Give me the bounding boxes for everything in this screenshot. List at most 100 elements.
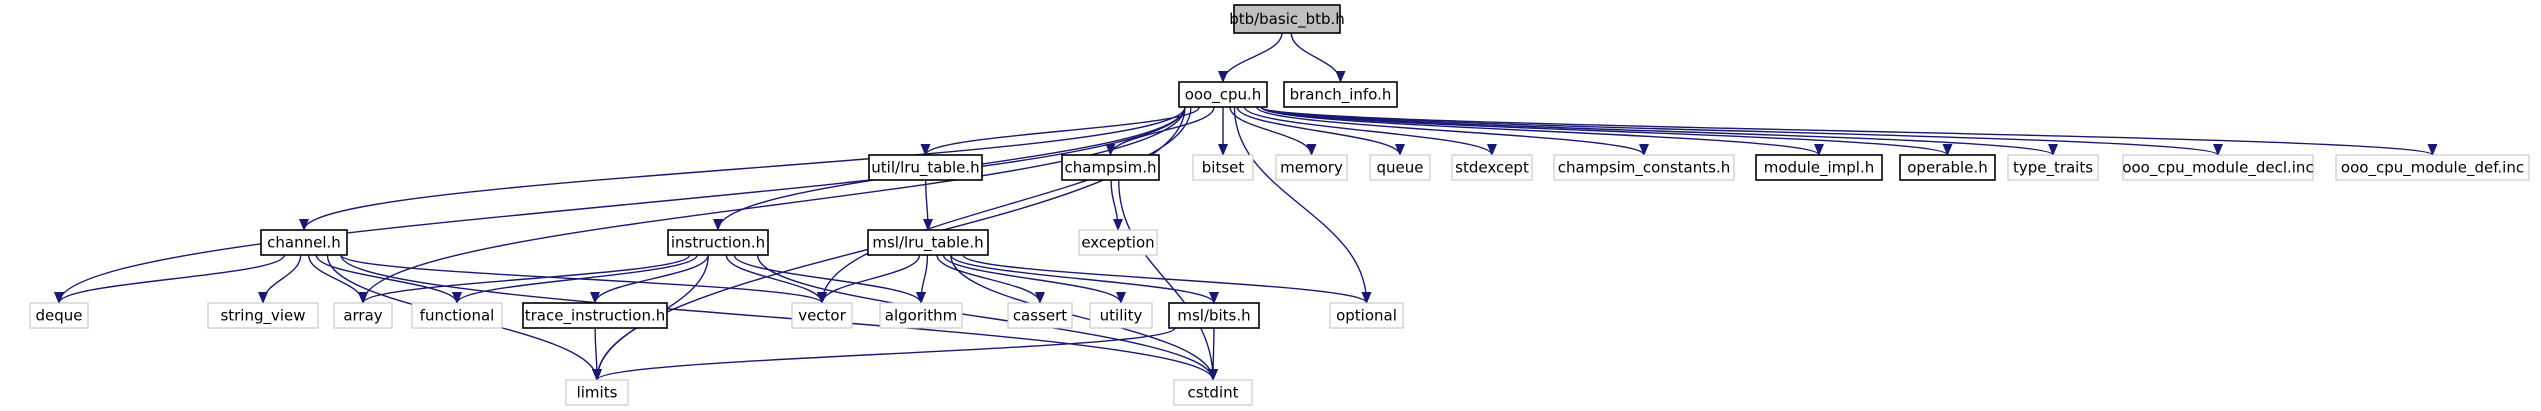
node-msl-lru-table[interactable]: msl/lru_table.h [867,229,989,256]
node-util-lru-table[interactable]: util/lru_table.h [868,154,983,181]
node-box [1089,302,1153,329]
node-label: algorithm [885,307,957,325]
node-box [867,229,989,256]
nodes-layer: btb/basic_btb.h ooo_cpu.h branch_info.huti… [29,4,2530,406]
edge-channel-to-array [308,254,368,304]
node-box [1178,81,1268,108]
node-box [1899,154,1996,181]
node-instruction[interactable]: instruction.h [667,229,769,256]
edge-ooo-cpu-to-vector [817,106,1192,304]
node-functional: functional [411,302,503,329]
node-msl-bits[interactable]: msl/bits.h [1168,302,1260,329]
node-algorithm: algorithm [879,302,963,329]
node-operable[interactable]: operable.h [1899,154,1996,181]
node-box [565,379,629,406]
node-label: module_impl.h [1764,159,1874,178]
edge-instruction-to-trace-instruction [590,254,709,304]
node-box [207,302,319,329]
node-box [1553,154,1735,181]
edge-ooo-cpu-to-memory [1229,106,1317,156]
node-label: utility [1100,307,1143,325]
node-trace-instruction[interactable]: trace_instruction.h [522,302,668,329]
node-label: ooo_cpu_module_decl.inc [2122,159,2313,178]
node-channel[interactable]: channel.h [260,229,348,256]
node-label: memory [1280,159,1343,177]
node-box [522,302,668,329]
edge-ooo-cpu-to-module-def [1260,106,2437,156]
node-box [1329,302,1404,329]
edge-basic-btb-to-ooo-cpu [1218,32,1283,83]
node-box [791,302,853,329]
edge-ooo-cpu-to-type-traits [1260,106,2058,156]
node-box [411,302,503,329]
edge-msl-bits-to-limits [592,327,1176,381]
node-label: msl/bits.h [1177,307,1250,325]
node-box [260,229,348,256]
node-module-decl: ooo_cpu_module_decl.inc [2122,154,2314,181]
node-limits: limits [565,379,629,406]
node-label: champsim_constants.h [1558,159,1730,178]
node-box [1369,154,1431,181]
edge-champsim-to-exception [1110,179,1123,231]
node-box [333,302,393,329]
node-stdexcept: stdexcept [1451,154,1533,181]
node-label: ooo_cpu.h [1185,86,1262,105]
node-box [1078,229,1158,256]
node-exception: exception [1078,229,1158,256]
node-type-traits: type_traits [2007,154,2099,181]
node-cassert: cassert [1007,302,1073,329]
node-champsim[interactable]: champsim.h [1061,154,1160,181]
node-basic-btb[interactable]: btb/basic_btb.h [1229,4,1345,34]
node-label: bitset [1202,159,1245,177]
edge-ooo-cpu-to-queue [1236,106,1405,156]
node-branch-info[interactable]: branch_info.h [1283,81,1398,108]
node-box [1283,81,1398,108]
node-ooo-cpu[interactable]: ooo_cpu.h [1178,81,1268,108]
node-champsim-constants: champsim_constants.h [1553,154,1735,181]
edge-ooo-cpu-to-stdexcept [1243,106,1497,156]
node-module-impl[interactable]: module_impl.h [1755,154,1883,181]
node-utility: utility [1089,302,1153,329]
node-box [1192,154,1254,181]
node-label: operable.h [1907,159,1987,177]
edge-msl-lru-table-to-cassert [936,254,1045,304]
node-vector: vector [791,302,853,329]
node-label: util/lru_table.h [871,159,979,178]
edge-channel-to-cstdint [340,254,1218,381]
edge-msl-lru-table-to-msl-bits [950,254,1219,304]
node-label: functional [420,307,495,325]
node-cstdint: cstdint [1173,379,1253,406]
edge-instruction-to-functional [452,254,698,304]
node-memory: memory [1275,154,1348,181]
node-label: btb/basic_btb.h [1229,10,1345,29]
node-box [667,229,769,256]
edge-ooo-cpu-to-champsim-constants [1255,106,1649,156]
node-string-view: string_view [207,302,319,329]
node-label: channel.h [267,234,341,252]
node-box [2335,154,2530,181]
edge-channel-to-deque [54,254,286,304]
edge-instruction-to-cstdint [756,254,1218,381]
node-box [1755,154,1883,181]
node-label: string_view [220,307,305,326]
node-label: type_traits [2013,159,2093,178]
node-label: ooo_cpu_module_def.inc [2341,159,2524,178]
node-label: stdexcept [1455,159,1529,177]
edge-channel-to-functional [315,254,462,304]
node-box [1007,302,1073,329]
edge-instruction-to-algorithm [733,254,926,304]
node-label: trace_instruction.h [525,307,666,326]
edge-msl-lru-table-to-algorithm [916,254,929,304]
edge-ooo-cpu-to-operable [1260,106,1953,156]
edge-msl-bits-to-cstdint [1208,327,1219,381]
node-queue: queue [1369,154,1431,181]
node-module-def: ooo_cpu_module_def.inc [2335,154,2530,181]
node-label: cstdint [1187,384,1238,402]
node-label: vector [798,307,846,325]
node-box [2007,154,2099,181]
node-label: optional [1336,307,1397,325]
edge-ooo-cpu-to-optional [1233,106,1372,304]
edge-util-lru-table-to-msl-lru-table [922,179,933,231]
node-box [2122,154,2314,181]
